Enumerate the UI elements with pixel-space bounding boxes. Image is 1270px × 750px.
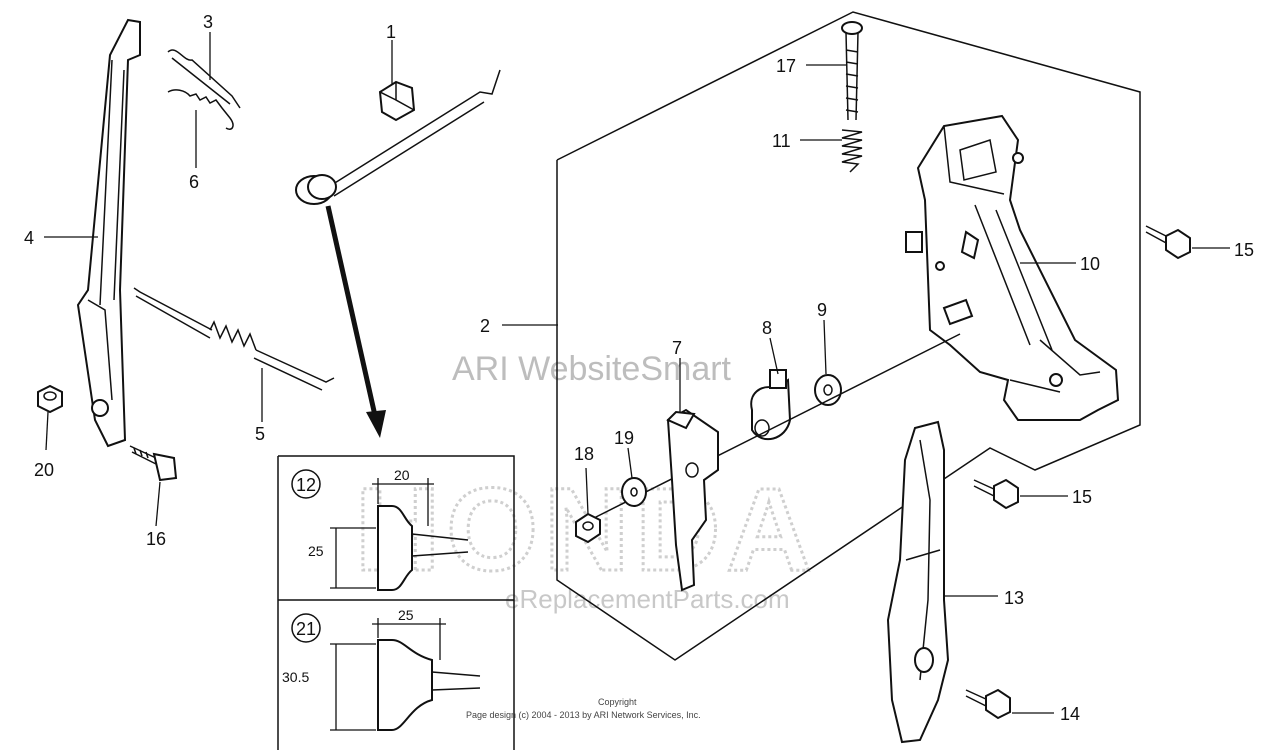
inset-12-part-number: 12	[296, 475, 316, 495]
return-spring-part-6	[167, 89, 234, 130]
flange-nut-part-20	[37, 384, 63, 414]
callout-6: 6	[189, 172, 199, 192]
washer-part-19	[621, 477, 647, 507]
leader-lines	[44, 32, 1230, 714]
callout-8: 8	[762, 318, 772, 338]
callout-4: 4	[24, 228, 34, 248]
callout-9: 9	[817, 300, 827, 320]
cable-clamp-part-1	[378, 80, 416, 122]
inset-panel: 12 20 25 21 25 30.5	[277, 455, 515, 750]
callout-15-lower: 15	[1072, 487, 1092, 507]
flange-bolt-part-15-upper	[1145, 225, 1191, 260]
spring-bracket-part-3	[167, 49, 241, 109]
callout-14: 14	[1060, 704, 1080, 724]
callout-7: 7	[672, 338, 682, 358]
spring-part-11	[841, 129, 863, 173]
inset-part-12: 12 20 25	[291, 467, 469, 591]
callout-5: 5	[255, 424, 265, 444]
cover-plate-part-13	[886, 420, 950, 744]
flange-bolt-part-14	[965, 688, 1011, 720]
callout-3: 3	[203, 12, 213, 32]
callout-15-upper: 15	[1234, 240, 1254, 260]
callout-11: 11	[772, 131, 791, 151]
choke-cable	[295, 69, 501, 205]
inset-part-21: 21 25 30.5	[282, 607, 481, 731]
callout-19: 19	[614, 428, 634, 448]
inset-21-width-dim: 25	[398, 607, 414, 623]
inset-21-part-number: 21	[296, 619, 316, 639]
adjust-screw-part-17	[841, 21, 863, 121]
assembly-group-outline	[556, 11, 1141, 661]
copyright-notice: Page design (c) 2004 - 2013 by ARI Netwo…	[466, 710, 701, 720]
callout-18: 18	[574, 444, 594, 464]
copyright-label: Copyright	[598, 697, 637, 707]
governor-spring-part-5	[133, 287, 335, 391]
callout-13: 13	[1004, 588, 1024, 608]
detail-arrow	[325, 205, 386, 438]
governor-arm-part-4	[76, 18, 141, 448]
callout-16: 16	[146, 529, 166, 549]
choke-arm-part-7	[666, 408, 719, 592]
callout-10: 10	[1080, 254, 1100, 274]
callout-labels: 1 2 3 4 5 6 7 8 9 10 11 13 14 15 15 16 1…	[24, 12, 1254, 724]
callout-1: 1	[386, 22, 396, 42]
callout-20: 20	[34, 460, 54, 480]
inset-12-width-dim: 20	[394, 467, 410, 483]
site-name-watermark: ARI WebsiteSmart	[452, 350, 732, 388]
control-base-part-10	[905, 114, 1120, 421]
site-url-watermark: eReplacementParts.com	[505, 584, 790, 614]
flange-bolt-part-15-lower	[973, 478, 1019, 510]
inset-21-height-dim: 30.5	[282, 669, 309, 685]
callout-2: 2	[480, 316, 490, 336]
inset-12-height-dim: 25	[308, 543, 324, 559]
callout-17: 17	[776, 56, 796, 76]
pivot-axis-line	[589, 333, 961, 521]
bolt-part-16	[129, 445, 178, 482]
